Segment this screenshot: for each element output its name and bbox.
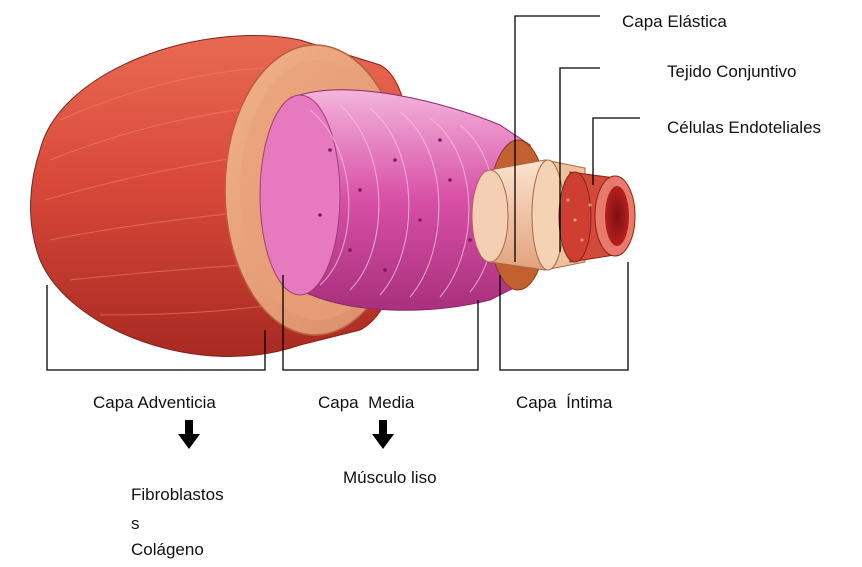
label-capa-adventicia: Capa Adventicia	[93, 393, 216, 413]
label-fibroblastos: Fibroblastos	[131, 485, 224, 505]
label-capa-media: Capa Media	[318, 393, 414, 413]
label-capa-intima: Capa Íntima	[516, 393, 612, 413]
label-fibroblastos-wrap: s	[131, 514, 140, 534]
label-colageno: Colágeno	[131, 540, 204, 560]
arrow-down-icon	[178, 420, 200, 450]
label-capa-elastica: Capa Elástica	[622, 12, 727, 32]
label-celulas-endoteliales: Células Endoteliales	[667, 118, 821, 138]
intima-layer	[472, 160, 635, 270]
label-tejido-conjuntivo: Tejido Conjuntivo	[667, 62, 796, 82]
arrow-down-icon	[372, 420, 394, 450]
label-musculo-liso: Músculo liso	[343, 468, 437, 488]
